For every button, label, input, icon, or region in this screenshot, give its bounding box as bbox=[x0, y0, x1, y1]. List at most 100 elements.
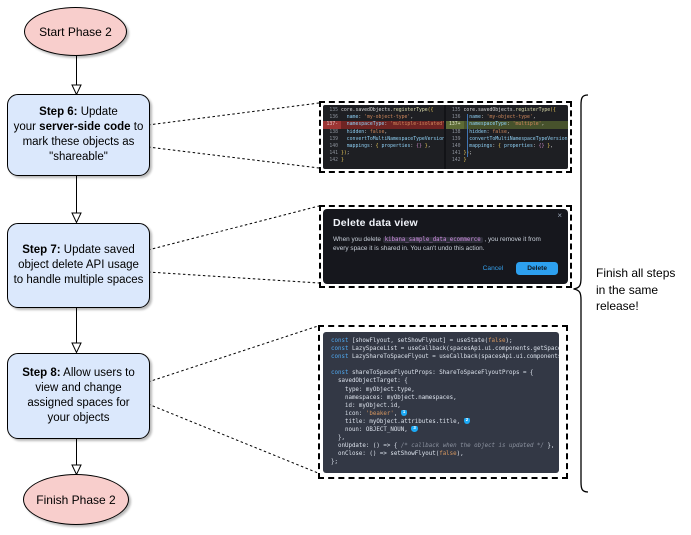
flyout-code-screenshot: const [showFlyout, setShowFlyout] = useS… bbox=[323, 332, 559, 473]
diff-line-code: name: 'my-object-type', bbox=[341, 114, 444, 121]
code-token: title: myObject.attributes.title, bbox=[331, 418, 464, 425]
code-token: properties bbox=[381, 143, 411, 149]
diff-line-code: hidden: false, bbox=[341, 129, 444, 136]
code-token: mappings bbox=[341, 143, 370, 149]
code-line: const LazyShareToSpaceFlyout = useCallba… bbox=[331, 353, 559, 361]
code-token: convertToMultiNamespaceTypeVersion bbox=[463, 136, 568, 142]
code-token: }; bbox=[331, 459, 338, 466]
numbered-badge-icon: 3 bbox=[411, 426, 418, 432]
code-line: icon: 'beaker', 1 bbox=[331, 409, 559, 418]
screenshot-frame-modal: × Delete data view When you delete kiban… bbox=[319, 205, 572, 288]
code-token: , bbox=[410, 115, 414, 121]
code-token: name bbox=[463, 115, 481, 121]
diff-line: 142} bbox=[446, 157, 569, 164]
callout-step8-top bbox=[147, 325, 319, 383]
line-number: 135 bbox=[329, 108, 338, 113]
code-token: ({ bbox=[427, 108, 434, 113]
code-token: LazyShareToSpaceFlyout = useCallback(spa… bbox=[351, 354, 559, 361]
diff-line-code: } bbox=[341, 157, 444, 164]
start-label: Start Phase 2 bbox=[39, 24, 112, 39]
code-line: type: myObject.type, bbox=[331, 386, 559, 394]
line-number: 139 bbox=[329, 136, 338, 142]
code-token: const bbox=[331, 370, 349, 377]
diff-line-code: core.savedObjects.registerType({ bbox=[341, 107, 444, 114]
code-token: convertToMultiNamespaceTypeVersion bbox=[341, 136, 444, 142]
code-token: namespaceType bbox=[341, 122, 385, 128]
diff-line-code: namespaceType: 'multiple', bbox=[464, 121, 569, 128]
diff-line: 141}); bbox=[323, 150, 444, 157]
step-text-segment: Allow users to view and change assigned … bbox=[27, 367, 135, 424]
code-token: mappings bbox=[463, 143, 493, 149]
code-token: {} bbox=[416, 143, 422, 149]
code-token: } bbox=[544, 143, 551, 149]
close-icon[interactable]: × bbox=[557, 211, 562, 220]
code-token: 'multiple' bbox=[512, 122, 542, 128]
code-token: namespaces: myObject.namespaces, bbox=[331, 394, 457, 401]
diff-line: 136 name: 'my-object-type', bbox=[323, 114, 444, 121]
code-token: ; bbox=[346, 151, 350, 157]
code-token: , bbox=[427, 143, 431, 149]
code-token: type: myObject.type, bbox=[331, 386, 415, 393]
code-token: registerType bbox=[515, 108, 551, 113]
code-token: : bbox=[532, 143, 539, 149]
line-number: 141 bbox=[329, 151, 338, 157]
finish-node: Finish Phase 2 bbox=[23, 474, 129, 525]
line-number: 138 bbox=[451, 129, 461, 135]
code-token: , bbox=[506, 129, 510, 135]
code-token: false bbox=[439, 451, 457, 458]
modal-footer: Cancel Delete bbox=[483, 262, 558, 275]
code-line: const shareToSpaceFlyoutProps: ShareToSp… bbox=[331, 369, 559, 377]
code-token: 'my-object-type' bbox=[486, 115, 533, 121]
modal-body-pre: When you delete bbox=[333, 236, 383, 243]
delete-button[interactable]: Delete bbox=[516, 262, 558, 275]
line-number: 142 bbox=[329, 158, 338, 164]
diff-line-code: name: 'my-object-type', bbox=[464, 114, 569, 121]
code-line: }; bbox=[331, 458, 559, 466]
code-token: properties bbox=[503, 143, 533, 149]
code-token: : bbox=[364, 129, 370, 135]
code-line: onUpdate: () => { /* callback when the o… bbox=[331, 442, 559, 450]
code-token: 'multiple-isolated' bbox=[390, 122, 444, 128]
diff-line-code: mappings: { properties: {} }, bbox=[341, 143, 444, 150]
step7-text: Step 7: Update saved object delete API u… bbox=[12, 243, 146, 288]
line-number: 141 bbox=[451, 151, 461, 157]
code-token: : bbox=[492, 143, 499, 149]
modal-body-post: , you remove it from every space it is s… bbox=[333, 236, 541, 252]
diff-line: 139 convertToMultiNamespaceTypeVersion: … bbox=[323, 136, 444, 143]
code-token: noun: OBJECT_NOUN, bbox=[331, 427, 412, 434]
code-token: , bbox=[550, 143, 554, 149]
diff-line: 139 convertToMultiNamespaceTypeVersion: … bbox=[446, 136, 568, 143]
modal-title: Delete data view bbox=[333, 217, 418, 229]
code-token: hidden bbox=[341, 129, 365, 135]
code-token: ({ bbox=[550, 108, 556, 113]
code-token: : bbox=[480, 115, 487, 121]
numbered-badge-icon: 2 bbox=[463, 417, 471, 424]
line-number: 140 bbox=[451, 143, 461, 149]
code-token: 'my-object-type' bbox=[364, 115, 411, 121]
code-token: savedObjectTarget: { bbox=[331, 378, 408, 385]
code-line: title: myObject.attributes.title, 2 bbox=[331, 417, 559, 426]
code-token: icon: bbox=[331, 410, 366, 417]
diff-line: 142} bbox=[323, 157, 444, 164]
step-text-bold: Step 6: bbox=[39, 106, 78, 118]
code-line: noun: OBJECT_NOUN, 3 bbox=[331, 426, 559, 434]
code-token: namespaceType bbox=[463, 122, 507, 128]
code-token: onUpdate: () => { bbox=[331, 443, 401, 450]
cancel-button[interactable]: Cancel bbox=[482, 265, 504, 272]
code-token: {} bbox=[538, 143, 545, 149]
delete-modal: × Delete data view When you delete kiban… bbox=[323, 209, 568, 284]
code-line: onClose: () => setShowFlyout(false), bbox=[331, 450, 559, 458]
code-token: const bbox=[331, 346, 349, 353]
code-token: core.savedObjects. bbox=[463, 108, 516, 113]
code-token: }, bbox=[543, 443, 555, 450]
code-line: const [showFlyout, setShowFlyout] = useS… bbox=[331, 337, 559, 345]
code-token: : bbox=[410, 143, 417, 149]
code-token: , bbox=[532, 115, 536, 121]
code-line: savedObjectTarget: { bbox=[331, 377, 559, 385]
line-number: 137+ bbox=[445, 121, 464, 129]
line-number: 140 bbox=[329, 143, 338, 149]
